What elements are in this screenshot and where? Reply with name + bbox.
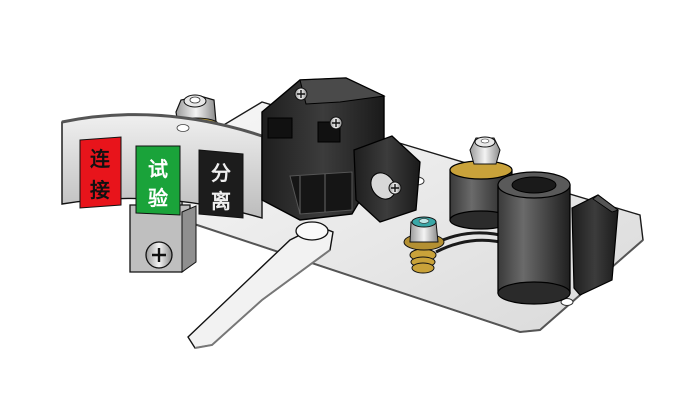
- lever-arm: [187, 221, 334, 349]
- test-label-patch: 试 验: [135, 145, 181, 216]
- connect-label-patch: 连 接: [79, 136, 122, 209]
- disconnect-label-patch: 分 离: [198, 149, 244, 219]
- spring-terminal: [403, 216, 516, 274]
- slotted-bracket: [353, 135, 421, 223]
- test-label-line2: 验: [148, 186, 168, 210]
- right-bracket: [571, 194, 619, 296]
- disconnect-label-line1: 分: [211, 161, 231, 185]
- indicator-plate: 连 接 试 验 分 离: [61, 113, 263, 219]
- connect-label-line1: 连: [90, 147, 111, 171]
- disconnect-label-line2: 离: [211, 189, 231, 213]
- connect-color-swatch: [79, 136, 122, 209]
- switch-block: [261, 77, 386, 221]
- disconnect-color-swatch: [198, 149, 244, 219]
- lower-bracket: [129, 204, 197, 273]
- tall-post: [497, 171, 571, 305]
- connect-label-line2: 接: [90, 178, 110, 202]
- test-label-line1: 试: [148, 157, 168, 181]
- test-color-swatch: [135, 145, 181, 216]
